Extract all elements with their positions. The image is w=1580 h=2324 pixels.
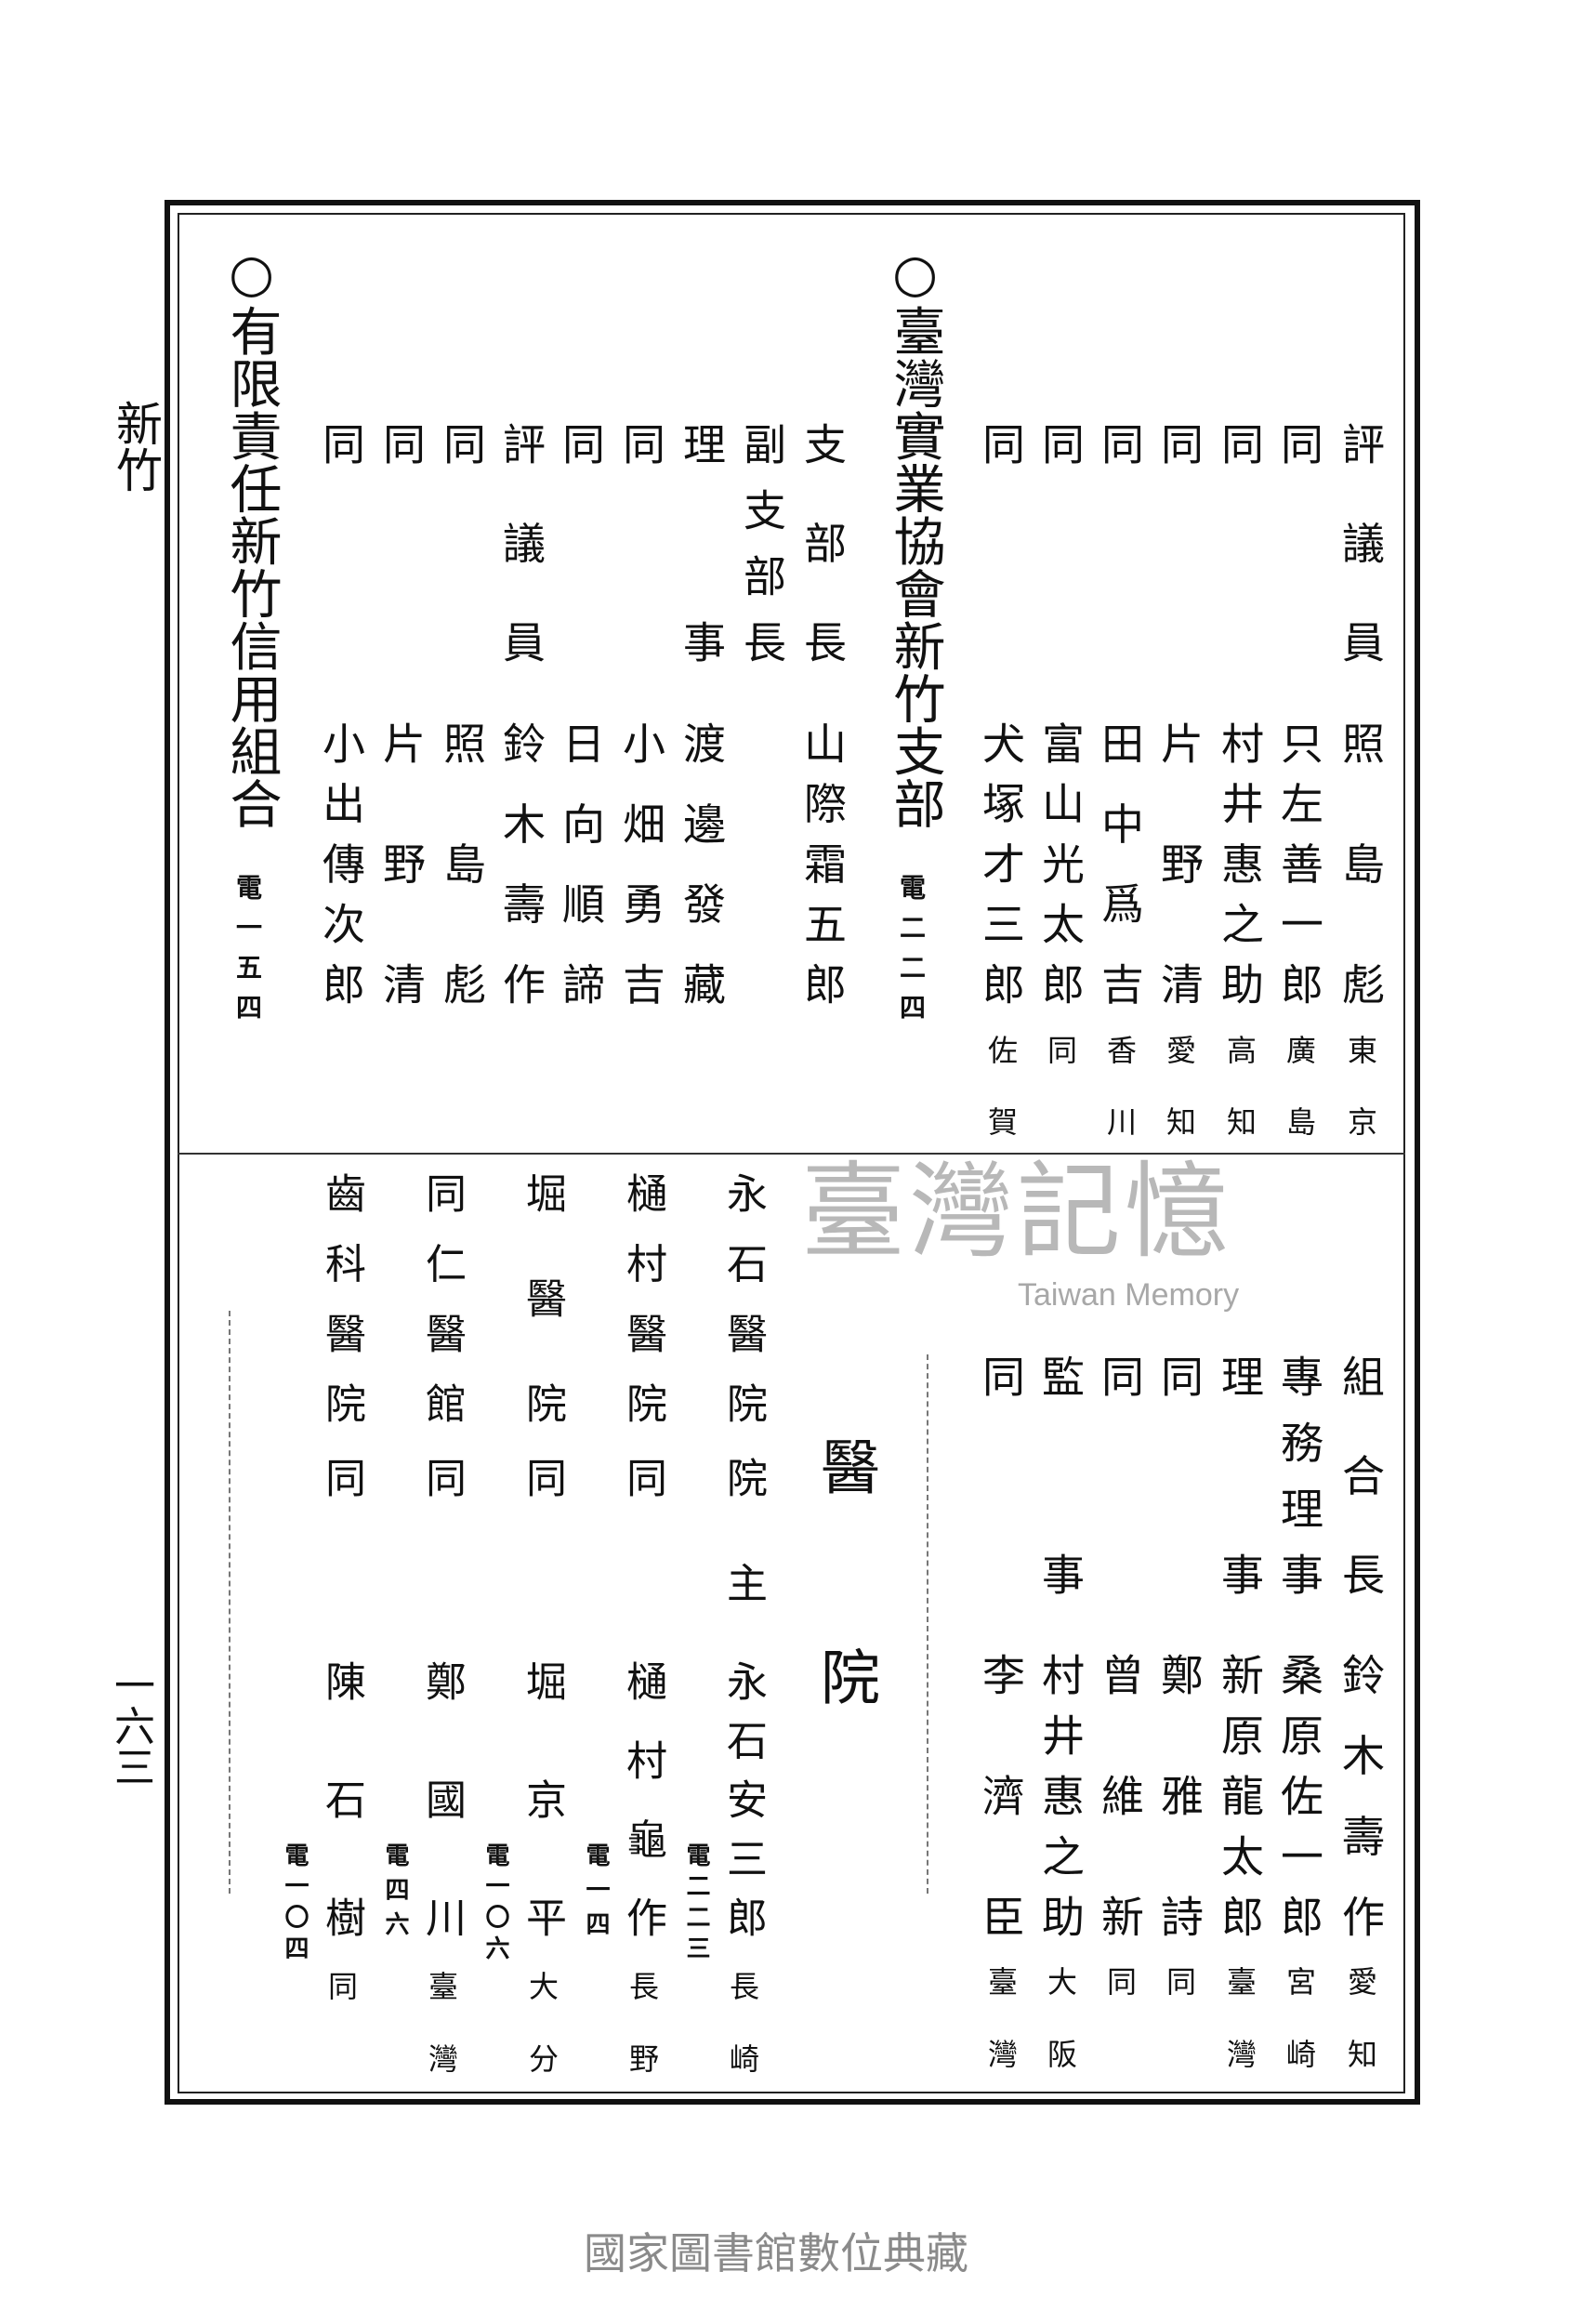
hospital-origin: 臺灣 bbox=[424, 1971, 459, 2073]
entry-role: 評議員 bbox=[496, 422, 546, 663]
entry-name: 犬塚才三郎 bbox=[976, 721, 1026, 1005]
entry-role: 同 bbox=[1274, 422, 1324, 465]
hospital-title: 同 bbox=[418, 1457, 466, 1498]
hospital-origin: 大分 bbox=[524, 1971, 560, 2073]
hospital-title: 同 bbox=[619, 1457, 666, 1498]
entry-origin: 臺灣 bbox=[983, 1966, 1019, 2068]
hospital-name: 樋村醫院 bbox=[619, 1172, 666, 1423]
entry-role: 同 bbox=[1215, 422, 1265, 465]
hospital-director: 陳石樹 bbox=[318, 1660, 365, 1937]
page-number: 一六三 bbox=[107, 1664, 154, 1787]
entry-role: 理事 bbox=[677, 422, 727, 663]
credit-union-tel: 電一五四 bbox=[232, 874, 263, 1020]
entry-role: 專務理事 bbox=[1274, 1354, 1324, 1595]
entry-name: 鄭雅詩 bbox=[1154, 1653, 1205, 1937]
entry-name: 照島彪 bbox=[437, 721, 487, 1005]
dashed-rule bbox=[229, 1311, 230, 1894]
hospital-tel: 電一四 bbox=[582, 1842, 610, 1935]
entry-role: 理事 bbox=[1215, 1354, 1265, 1595]
hospital-director: 鄭國川 bbox=[418, 1660, 466, 1937]
entry-name: 山際霜五郎 bbox=[797, 721, 848, 1005]
section-divider bbox=[178, 1153, 1405, 1155]
entry-role: 同 bbox=[316, 422, 366, 465]
entry-role: 副支部長 bbox=[737, 422, 787, 663]
entry-name: 村井惠之助 bbox=[1215, 721, 1265, 1005]
entry-name: 富山光太郎 bbox=[1035, 721, 1086, 1005]
watermark-logo-en: Taiwan Memory bbox=[1018, 1277, 1240, 1313]
entry-name: 片野清 bbox=[1154, 721, 1205, 1005]
entry-origin: 香川 bbox=[1102, 1035, 1138, 1136]
entry-role: 組合長 bbox=[1336, 1354, 1386, 1595]
entry-name: 新原龍太郎 bbox=[1215, 1653, 1265, 1937]
entry-role: 同 bbox=[1095, 422, 1145, 465]
entry-origin: 廣島 bbox=[1282, 1035, 1317, 1136]
hospital-origin: 長野 bbox=[625, 1971, 660, 2073]
entry-name: 小出傳次郎 bbox=[316, 721, 366, 1005]
entry-name: 李濟臣 bbox=[976, 1653, 1026, 1937]
entry-name: 日向順諦 bbox=[556, 721, 606, 1005]
hospital-title: 院主 bbox=[719, 1457, 767, 1603]
hospital-origin: 同 bbox=[323, 1971, 359, 2000]
hospital-director: 樋村龜作 bbox=[619, 1660, 666, 1937]
entry-name: 渡邊發藏 bbox=[677, 721, 727, 1005]
entry-role: 同 bbox=[976, 1354, 1026, 1397]
entry-origin: 高知 bbox=[1222, 1035, 1257, 1136]
entry-name: 曾維新 bbox=[1095, 1653, 1145, 1937]
entry-name: 小畑勇吉 bbox=[616, 721, 666, 1005]
entry-role: 同 bbox=[437, 422, 487, 465]
entry-origin: 臺灣 bbox=[1222, 1966, 1257, 2068]
entry-role: 同 bbox=[556, 422, 606, 465]
hospital-tel: 電二二三 bbox=[682, 1842, 710, 1960]
hospital-origin: 長崎 bbox=[725, 1971, 760, 2073]
entry-name: 鈴木壽作 bbox=[1336, 1653, 1386, 1937]
credit-union-title: ○有限責任新竹信用組合 bbox=[221, 244, 282, 829]
entry-role: 同 bbox=[616, 422, 666, 465]
hospital-tel: 電四六 bbox=[381, 1842, 409, 1935]
association-tel: 電二二四 bbox=[896, 874, 927, 1020]
watermark-logo: 臺灣記憶 bbox=[801, 1152, 1232, 1273]
entry-role: 同 bbox=[1035, 422, 1086, 465]
entry-origin: 佐賀 bbox=[983, 1035, 1019, 1136]
hospitals-heading: 醫院 bbox=[810, 1436, 879, 1706]
page-frame-outer bbox=[165, 200, 1420, 2105]
entry-name: 鈴木壽作 bbox=[496, 721, 546, 1005]
entry-role: 同 bbox=[376, 422, 427, 465]
entry-origin: 大阪 bbox=[1043, 1966, 1078, 2068]
entry-role: 評議員 bbox=[1336, 422, 1386, 663]
entry-name: 片野清 bbox=[376, 721, 427, 1005]
hospital-director: 堀京平 bbox=[519, 1660, 566, 1937]
hospital-name: 永石醫院 bbox=[719, 1172, 767, 1423]
entry-origin: 東京 bbox=[1343, 1035, 1378, 1136]
entry-role: 同 bbox=[976, 422, 1026, 465]
entry-role: 同 bbox=[1154, 422, 1205, 465]
entry-origin: 同 bbox=[1043, 1035, 1078, 1064]
entry-role: 同 bbox=[1095, 1354, 1145, 1397]
hospital-director: 永石安三郎 bbox=[719, 1660, 767, 1937]
entry-name: 桑原佐一郎 bbox=[1274, 1653, 1324, 1937]
association-title: ○臺灣實業協會新竹支部 bbox=[885, 244, 945, 829]
entry-origin: 愛知 bbox=[1343, 1966, 1378, 2068]
dashed-rule bbox=[927, 1354, 928, 1894]
hospital-title: 同 bbox=[519, 1457, 566, 1498]
hospital-name: 同仁醫館 bbox=[418, 1172, 466, 1423]
entry-role: 同 bbox=[1154, 1354, 1205, 1397]
entry-role: 支部長 bbox=[797, 422, 848, 663]
entry-role: 監事 bbox=[1035, 1354, 1086, 1595]
hospital-title: 同 bbox=[318, 1457, 365, 1498]
entry-origin: 宮崎 bbox=[1282, 1966, 1317, 2068]
entry-name: 田中爲吉 bbox=[1095, 721, 1145, 1005]
entry-name: 村井惠之助 bbox=[1035, 1653, 1086, 1937]
entry-origin: 同 bbox=[1162, 1966, 1197, 1996]
entry-name: 照島彪 bbox=[1336, 721, 1386, 1005]
entry-origin: 愛知 bbox=[1162, 1035, 1197, 1136]
hospital-name: 堀醫院 bbox=[519, 1172, 566, 1423]
hospital-name: 齒科醫院 bbox=[318, 1172, 365, 1423]
running-head: 新竹 bbox=[109, 400, 163, 493]
hospital-tel: 電一〇六 bbox=[481, 1842, 509, 1960]
hospital-tel: 電一〇四 bbox=[281, 1842, 309, 1960]
footer-credit: 國家圖書館數位典藏 bbox=[584, 2228, 968, 2278]
entry-origin: 同 bbox=[1102, 1966, 1138, 1996]
entry-name: 只左善一郎 bbox=[1274, 721, 1324, 1005]
